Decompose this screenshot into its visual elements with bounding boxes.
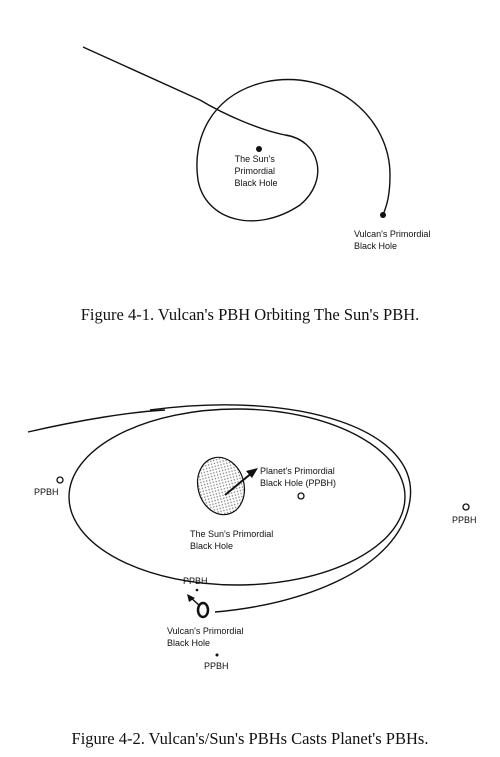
planet-pbh-label: Planet's Primordial Black Hole (PPBH)	[260, 466, 337, 488]
sun-pbh-label: The Sun's Primordial Black Hole	[234, 154, 277, 188]
sun-orbit-ellipse	[68, 408, 406, 586]
planet-pbh-arrow-line	[224, 471, 254, 496]
ppbh-center-dot	[297, 492, 305, 500]
vulcan-pbh-ring	[196, 601, 210, 619]
vulcan-pbh-arrow-head	[187, 594, 195, 602]
vulcan-pbh-label: Vulcan's Primordial Black Hole	[354, 229, 433, 251]
ppbh-bottom-dot	[215, 653, 219, 657]
sun-pbh-shaded-region	[196, 456, 246, 516]
vulcan-incoming-path	[27, 409, 166, 433]
ppbh-left-dot	[56, 476, 64, 484]
ppbh-right-dot	[462, 503, 470, 511]
sun-pbh-dot	[256, 146, 262, 152]
planet-pbh-arrow-head	[246, 468, 258, 478]
ppbh-left-label: PPBH	[34, 487, 59, 497]
vulcan-pbh-dot	[380, 212, 386, 218]
ppbh-right-label: PPBH	[452, 515, 477, 525]
figure-4-2-caption: Figure 4-2. Vulcan's/Sun's PBHs Casts Pl…	[71, 729, 429, 748]
vulcan-pbh-label: Vulcan's Primordial Black Hole	[167, 626, 246, 648]
sun-pbh-label: The Sun's Primordial Black Hole	[190, 529, 276, 551]
vulcan-orbit-path	[149, 404, 412, 613]
ppbh-top-dot	[195, 588, 199, 592]
ppbh-bottom-label: PPBH	[204, 661, 229, 671]
vulcan-spiral-orbit	[82, 46, 391, 222]
figure-4-2-diagram: Planet's Primordial Black Hole (PPBH) Th…	[27, 404, 477, 671]
figure-4-1-diagram: The Sun's Primordial Black Hole Vulcan's…	[82, 46, 433, 251]
figure-4-1-caption: Figure 4-1. Vulcan's PBH Orbiting The Su…	[80, 305, 420, 324]
ppbh-top-label: PPBH	[183, 576, 208, 586]
